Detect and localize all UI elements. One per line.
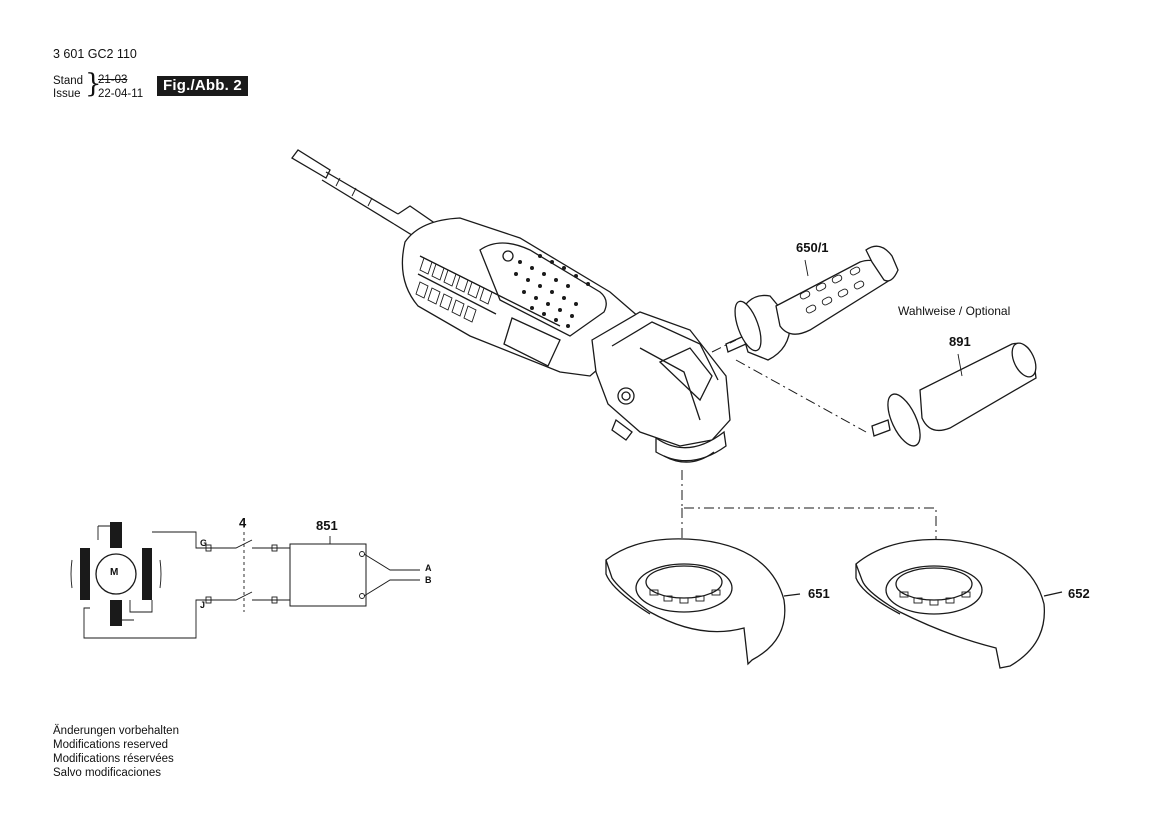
terminal-g-label: G [200,538,208,548]
callout-650-1: 650/1 [796,240,829,255]
figure-badge: Fig./Abb. 2 [157,76,248,96]
motor-symbol-label: M [110,567,119,578]
wiring-schematic [70,520,420,639]
issue-date: 22-04-11 [98,88,144,100]
stand-label: Stand [53,75,84,87]
note-de: Änderungen vorbehalten [53,725,179,737]
terminal-b-label: B [425,575,432,585]
callout-891: 891 [949,334,971,349]
optional-note: Wahlweise / Optional [898,304,1011,318]
note-fr: Modifications réservées [53,753,174,765]
issue-label: Issue [53,88,81,100]
modification-notes: Änderungen vorbehalten Modifications res… [53,724,179,780]
wheel-guard-652 [855,538,1063,669]
angle-grinder-body [401,217,731,463]
stand-date: 21-03 [98,74,128,86]
note-en: Modifications reserved [53,739,169,751]
part-number: 3 601 GC2 110 [53,47,137,61]
optional-handle-891 [871,342,1037,447]
wheel-guard-651 [605,538,801,666]
terminal-a-label: A [425,563,432,573]
note-es: Salvo modificaciones [53,767,162,779]
terminal-j-label: J [200,600,206,610]
power-cord [291,149,438,241]
callout-851-electronics: 851 [316,518,338,533]
brace-symbol: } [85,69,102,99]
callout-4-switch: 4 [239,515,247,530]
callout-651: 651 [808,586,830,601]
callout-652: 652 [1068,586,1090,601]
auxiliary-handle-650-1 [725,245,899,361]
